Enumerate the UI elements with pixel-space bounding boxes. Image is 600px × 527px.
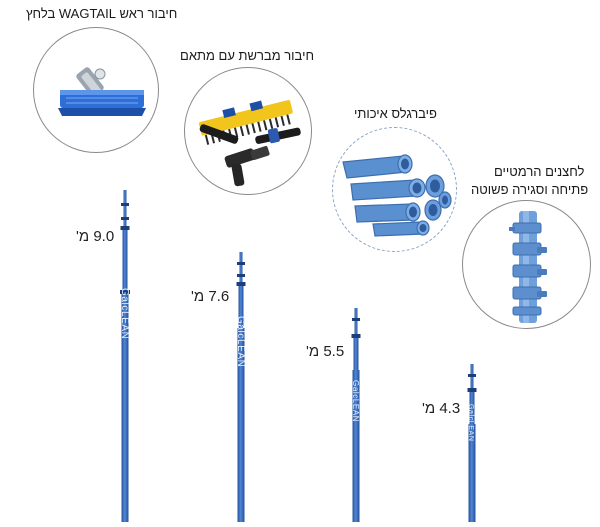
- pole-7_6m: GalcLEAN: [235, 252, 246, 522]
- wagtail-head-circle: [33, 27, 159, 153]
- pole-length-label: 5.5 מ': [306, 343, 345, 360]
- clamps-label-line1: לחצנים הרמטיים: [494, 164, 585, 179]
- clamps-label-line2: פתיחה וסגירה פשוטה: [471, 182, 589, 197]
- pole-brand: GalcLEAN: [235, 316, 246, 368]
- pole-9m: GalcLEAN: [119, 190, 130, 522]
- pole-4_3m: GalcLEAN: [467, 364, 477, 522]
- pole-brand: GalcLEAN: [119, 288, 130, 340]
- brush-adapter-label: חיבור מברשת עם מתאם: [180, 48, 315, 63]
- pole-length-label: 7.6 מ': [191, 288, 230, 305]
- clamps-circle: [462, 200, 591, 329]
- wagtail-head-label: חיבור ראש WAGTAIL בלחץ: [26, 6, 178, 21]
- brush-adapter-icon: [198, 100, 301, 187]
- pole-brand: GalcLEAN: [351, 380, 360, 422]
- pole-length-label: 9.0 מ': [76, 228, 115, 245]
- fiberglass-tubes-icon: [342, 154, 452, 237]
- pole-length-label: 4.3 מ': [422, 400, 461, 417]
- pole-5_5m: GalcLEAN: [351, 308, 361, 522]
- brush-adapter-circle: [184, 67, 312, 195]
- squeegee-head-icon: [58, 67, 146, 116]
- pole-brand: GalcLEAN: [467, 404, 474, 441]
- fiberglass-label: פיברגלס איכותי: [354, 106, 437, 121]
- fiberglass-circle: [332, 127, 457, 252]
- hermetic-clamps-icon: [509, 211, 547, 323]
